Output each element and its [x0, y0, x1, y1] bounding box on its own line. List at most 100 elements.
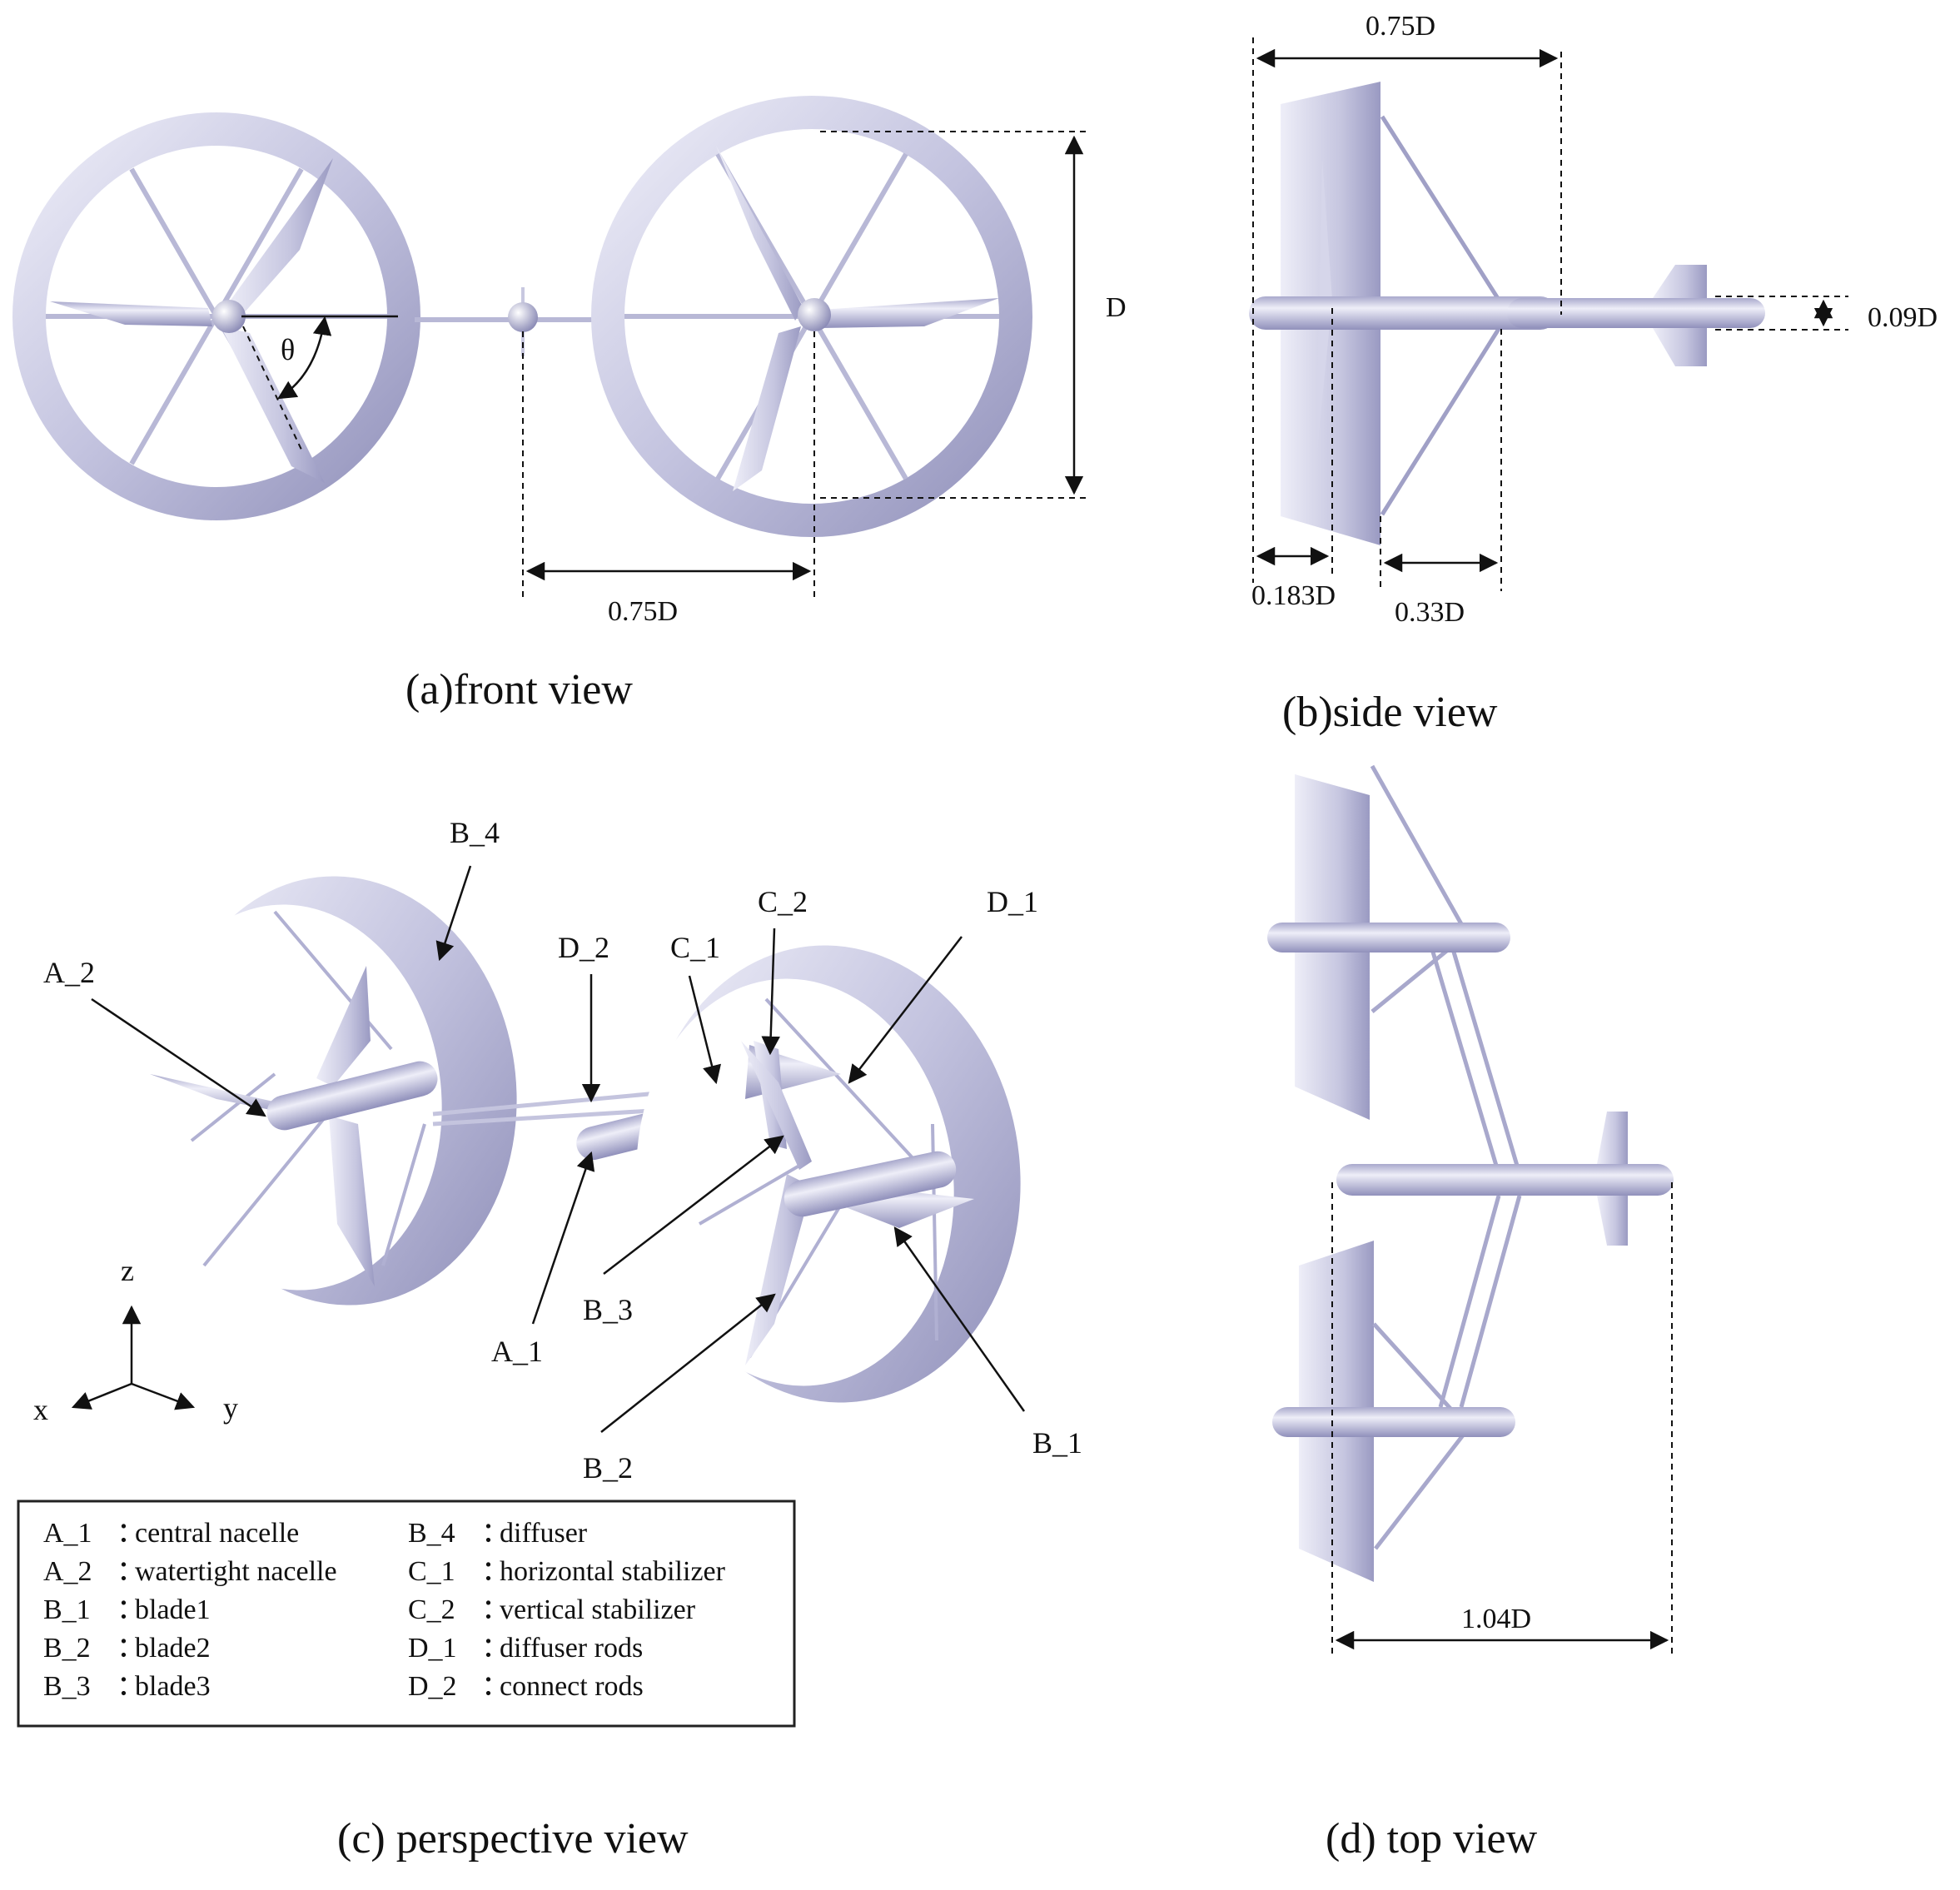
top-lower-nacelle — [1272, 1407, 1515, 1437]
legend-code: B_2 — [43, 1633, 91, 1664]
side-vertical-stabilizer-top — [1653, 265, 1707, 298]
legend-separator: ： — [117, 1633, 145, 1664]
persp-right-blade-3 — [741, 1041, 812, 1170]
legend-desc: diffuser rods — [500, 1633, 643, 1664]
side-rod-upper — [1380, 115, 1501, 301]
legend-code: A_1 — [43, 1518, 92, 1549]
dim-diffuser-label: 0.183D — [1251, 580, 1336, 611]
persp-right-nacelle — [784, 1151, 957, 1217]
legend-desc: watertight nacelle — [135, 1556, 337, 1587]
callout-b1: B_1 — [1032, 1426, 1082, 1460]
callout-b3: B_3 — [583, 1293, 633, 1326]
axis-x-label: x — [33, 1393, 48, 1426]
top-lower-rods — [1372, 1195, 1522, 1550]
front-right-blade-1 — [716, 146, 803, 321]
axis-z-label: z — [121, 1254, 134, 1287]
top-view: 1.04D (d) top view — [1267, 764, 1674, 1863]
legend-code: D_2 — [408, 1671, 457, 1702]
legend-code: B_3 — [43, 1671, 91, 1702]
front-left-rotor: θ — [12, 112, 420, 520]
legend-code: D_1 — [408, 1633, 457, 1664]
front-right-blade-2 — [820, 298, 999, 328]
persp-right-blade-1 — [745, 1174, 812, 1365]
side-central-nacelle — [1507, 298, 1765, 328]
top-upper-nacelle — [1267, 923, 1510, 952]
legend-separator: ： — [117, 1556, 145, 1587]
callout-b4: B_4 — [450, 816, 500, 849]
persp-axes: z x y — [33, 1254, 238, 1426]
front-view: θ D — [12, 96, 1127, 714]
dim-d-label: D — [1106, 292, 1127, 323]
legend-frame — [17, 1500, 796, 1728]
legend-desc: blade2 — [135, 1633, 211, 1664]
legend-desc: diffuser — [500, 1518, 588, 1549]
legend-separator: ： — [117, 1518, 145, 1549]
dim-rods-label: 0.33D — [1395, 597, 1465, 628]
legend-separator: ： — [481, 1556, 510, 1587]
legend-code: B_1 — [43, 1594, 91, 1625]
axis-y-label: y — [223, 1391, 238, 1425]
front-right-blade-3 — [733, 326, 801, 491]
legend-separator: ： — [117, 1594, 145, 1625]
side-view: 0.75D 0.09D 0.183D 0.33D (b)side view — [1249, 11, 1938, 736]
top-stabilizer-upper — [1597, 1112, 1628, 1164]
caption-side-view: (b)side view — [1282, 689, 1498, 736]
legend-desc: blade1 — [135, 1594, 211, 1625]
perspective-view: B_4 A_2 D_2 C_1 C_2 D_1 A_1 B_3 B_2 B_1 — [17, 816, 1082, 1863]
front-left-blade-1 — [225, 158, 333, 321]
top-stabilizer-lower — [1597, 1196, 1628, 1246]
persp-left-rods — [190, 910, 426, 1267]
legend-separator: ： — [481, 1594, 510, 1625]
legend-desc: vertical stabilizer — [500, 1594, 696, 1625]
callout-c2: C_2 — [758, 885, 808, 918]
front-left-hub — [212, 300, 246, 333]
legend-separator: ： — [481, 1671, 510, 1702]
persp-left-rotor — [141, 876, 517, 1306]
theta-blade-line — [242, 326, 302, 450]
front-central-nacelle — [508, 302, 538, 332]
dim-thickness-label: 0.09D — [1868, 302, 1938, 333]
side-vertical-stabilizer-bottom — [1653, 328, 1707, 366]
legend-separator: ： — [117, 1671, 145, 1702]
front-right-hub — [798, 298, 831, 331]
persp-left-nacelle — [266, 1061, 438, 1131]
caption-perspective-view: (c) perspective view — [337, 1815, 689, 1863]
theta-arc — [277, 316, 332, 400]
callout-a1: A_1 — [491, 1335, 543, 1368]
front-right-rotor — [591, 96, 1032, 537]
legend-code: C_1 — [408, 1556, 455, 1587]
legend-desc: connect rods — [500, 1671, 644, 1702]
side-rod-lower — [1380, 327, 1501, 516]
dim-spacing-label: 0.75D — [608, 596, 678, 627]
side-watertight-nacelle — [1249, 296, 1557, 330]
axis-x — [71, 1382, 132, 1410]
callout-d1: D_1 — [987, 885, 1038, 918]
top-central-nacelle — [1336, 1164, 1674, 1196]
top-upper-rods — [1370, 764, 1522, 1175]
callout-b2: B_2 — [583, 1451, 633, 1485]
dim-side-length-label: 0.75D — [1366, 11, 1435, 42]
front-left-blade-2 — [50, 301, 212, 326]
theta-label: θ — [281, 333, 295, 366]
legend-code: C_2 — [408, 1594, 455, 1625]
legend-separator: ： — [481, 1518, 510, 1549]
caption-top-view: (d) top view — [1326, 1815, 1538, 1863]
legend-desc: horizontal stabilizer — [500, 1556, 726, 1587]
persp-right-rotor — [636, 945, 1021, 1403]
legend-desc: blade3 — [135, 1671, 211, 1702]
persp-left-blade-1 — [316, 966, 371, 1087]
callout-c1: C_1 — [670, 931, 720, 964]
dim-top-width-label: 1.04D — [1461, 1604, 1531, 1634]
legend-separator: ： — [481, 1633, 510, 1664]
callout-d2: D_2 — [558, 931, 609, 964]
legend-code: A_2 — [43, 1556, 92, 1587]
legend-code: B_4 — [408, 1518, 455, 1549]
caption-front-view: (a)front view — [405, 666, 633, 714]
persp-callouts: B_4 A_2 D_2 C_1 C_2 D_1 A_1 B_3 B_2 B_1 — [43, 816, 1082, 1485]
legend-desc: central nacelle — [135, 1518, 299, 1549]
persp-left-blade-3 — [329, 1116, 375, 1286]
